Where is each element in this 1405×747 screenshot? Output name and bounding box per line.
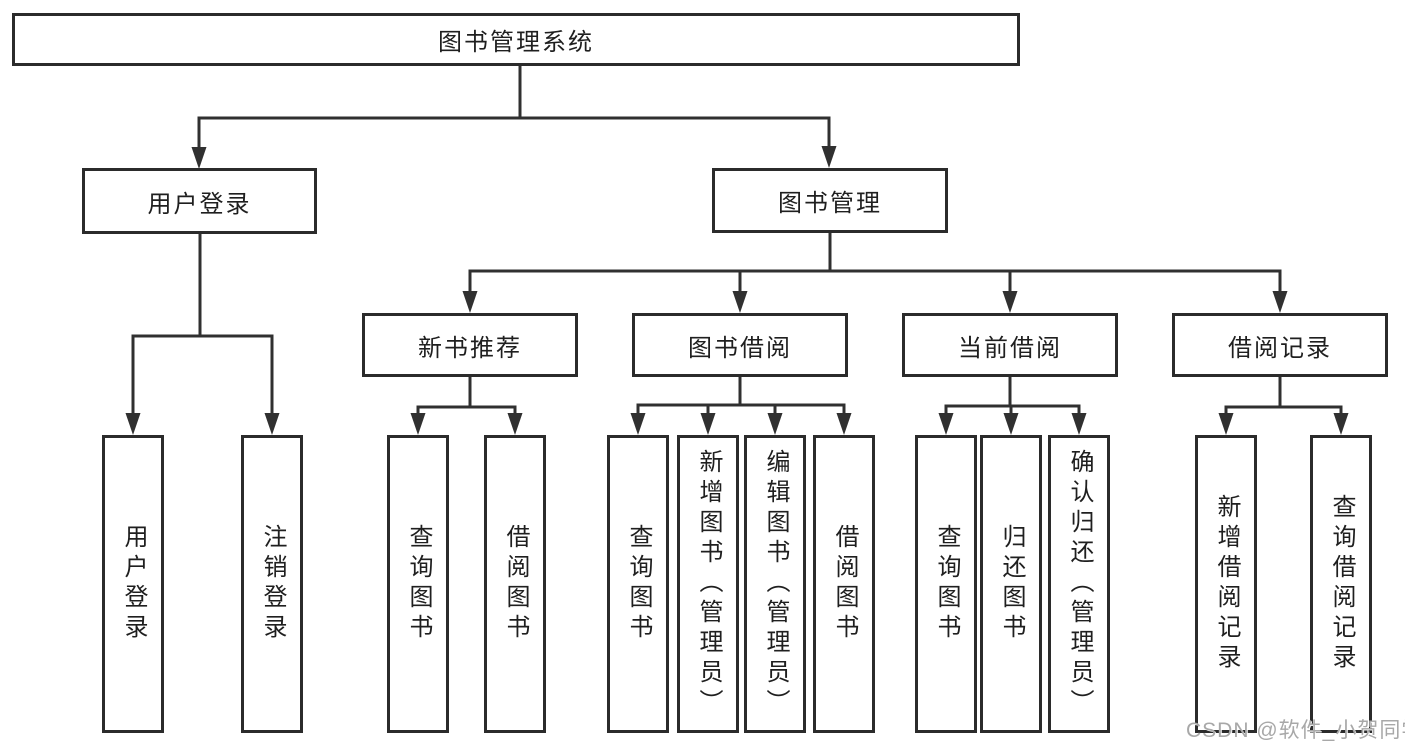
- arrow-head-icon: [462, 291, 478, 313]
- leaf-edit-book-admin: 编辑图书（管理员）: [744, 435, 806, 733]
- arrow-head-icon: [938, 413, 954, 435]
- node-label: 新增借阅记录: [1213, 494, 1240, 674]
- node-label: 借阅图书: [831, 524, 858, 644]
- arrow-head-icon: [732, 291, 748, 313]
- leaf-query-books-newrec: 查询图书: [387, 435, 449, 733]
- leaf-return-book: 归还图书: [980, 435, 1042, 733]
- leaf-query-books-current: 查询图书: [915, 435, 977, 733]
- arrow-head-icon: [410, 413, 426, 435]
- node-book-management: 图书管理: [712, 168, 948, 233]
- node-user-login: 用户登录: [82, 168, 317, 234]
- leaf-borrow-books-borrow: 借阅图书: [813, 435, 875, 733]
- node-label: 借阅图书: [502, 524, 529, 644]
- node-label: 用户登录: [147, 190, 252, 218]
- node-label: 图书管理系统: [438, 29, 594, 56]
- arrow-head-icon: [1218, 413, 1234, 435]
- arrow-head-icon: [767, 413, 783, 435]
- node-label: 编辑图书（管理员）: [762, 449, 789, 719]
- node-label: 当前借阅: [958, 334, 1062, 362]
- leaf-query-books-borrow: 查询图书: [607, 435, 669, 733]
- arrow-head-icon: [507, 413, 523, 435]
- node-label: 借阅记录: [1228, 334, 1332, 362]
- node-label: 新增图书（管理员）: [695, 449, 722, 719]
- arrow-head-icon: [1272, 291, 1288, 313]
- arrow-head-icon: [1071, 413, 1087, 435]
- arrow-head-icon: [630, 413, 646, 435]
- node-current-borrowing: 当前借阅: [902, 313, 1118, 377]
- arrow-head-icon: [821, 146, 837, 168]
- node-label: 注销登录: [259, 524, 286, 644]
- arrow-head-icon: [836, 413, 852, 435]
- leaf-user-login: 用户登录: [102, 435, 164, 733]
- node-label: 图书借阅: [688, 334, 792, 362]
- leaf-add-book-admin: 新增图书（管理员）: [677, 435, 739, 733]
- arrow-head-icon: [191, 147, 207, 169]
- node-new-book-recommendation: 新书推荐: [362, 313, 578, 377]
- node-label: 查询图书: [405, 524, 432, 644]
- node-label: 用户登录: [120, 524, 147, 644]
- node-label: 图书管理: [778, 190, 882, 217]
- leaf-logout-login: 注销登录: [241, 435, 303, 733]
- arrow-head-icon: [264, 413, 280, 435]
- watermark: CSDN @软件_小贺同学: [1186, 719, 1405, 742]
- node-library-system: 图书管理系统: [12, 13, 1020, 66]
- node-label: 归还图书: [998, 524, 1025, 644]
- leaf-add-borrow-record: 新增借阅记录: [1195, 435, 1257, 733]
- arrow-head-icon: [1333, 413, 1349, 435]
- arrow-head-icon: [700, 413, 716, 435]
- arrow-head-icon: [125, 413, 141, 435]
- node-borrowing-records: 借阅记录: [1172, 313, 1388, 377]
- node-label: 查询借阅记录: [1328, 494, 1355, 674]
- node-label: 确认归还（管理员）: [1066, 449, 1093, 719]
- leaf-borrow-books-newrec: 借阅图书: [484, 435, 546, 733]
- node-book-borrowing: 图书借阅: [632, 313, 848, 377]
- node-label: 查询图书: [625, 524, 652, 644]
- arrow-head-icon: [1003, 413, 1019, 435]
- leaf-confirm-return-admin: 确认归还（管理员）: [1048, 435, 1110, 733]
- leaf-query-borrow-record: 查询借阅记录: [1310, 435, 1372, 733]
- arrow-head-icon: [1002, 291, 1018, 313]
- node-label: 新书推荐: [418, 334, 522, 362]
- node-label: 查询图书: [933, 524, 960, 644]
